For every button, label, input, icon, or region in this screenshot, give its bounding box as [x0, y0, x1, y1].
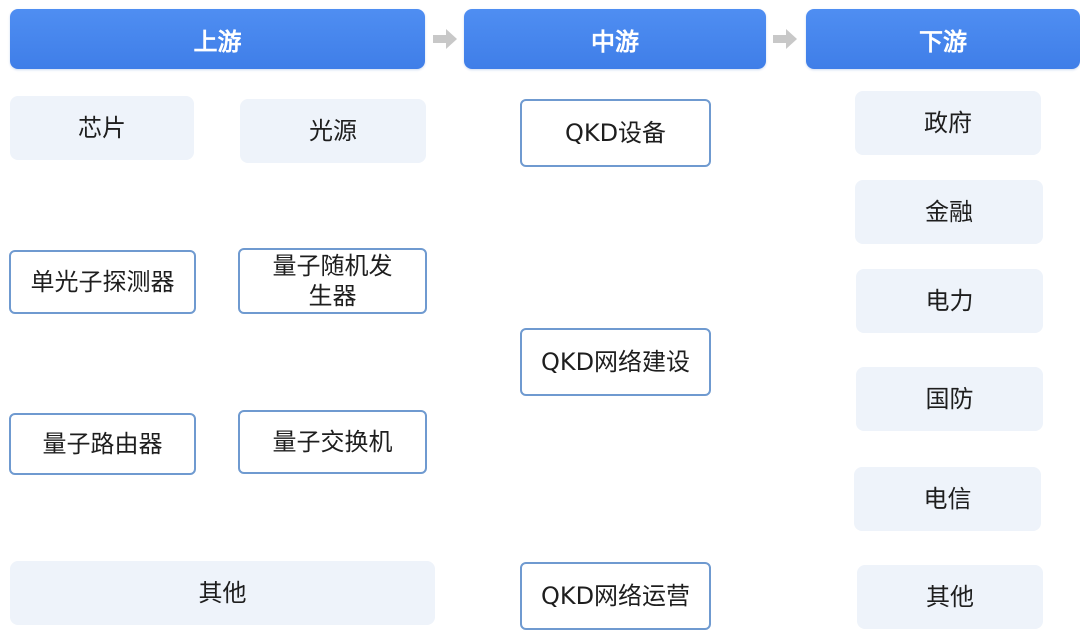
downstream-government: 政府	[855, 91, 1041, 155]
downstream-power-label: 电力	[925, 287, 974, 315]
midstream-qkd-network-operation: QKD网络运营	[520, 562, 711, 630]
downstream-telecom: 电信	[854, 467, 1041, 531]
upstream-quantum-switch-label: 量子交换机	[272, 428, 393, 456]
upstream-quantum-switch: 量子交换机	[238, 410, 427, 474]
header-downstream: 下游	[806, 9, 1080, 69]
right-arrow-icon	[433, 29, 457, 49]
midstream-qkd-equipment-label: QKD设备	[564, 119, 667, 147]
downstream-power: 电力	[856, 269, 1043, 333]
header-upstream-label: 上游	[193, 27, 242, 56]
upstream-other: 其他	[10, 561, 435, 625]
downstream-other-label: 其他	[926, 583, 974, 611]
upstream-quantum-router-label: 量子路由器	[42, 430, 163, 458]
header-downstream-label: 下游	[919, 27, 967, 56]
upstream-chip: 芯片	[10, 96, 194, 160]
upstream-single-photon-detector-label: 单光子探测器	[30, 268, 175, 296]
header-midstream: 中游	[464, 9, 766, 69]
upstream-other-label: 其他	[198, 579, 247, 607]
upstream-light-source: 光源	[240, 99, 426, 163]
upstream-light-source-label: 光源	[309, 117, 357, 145]
downstream-finance: 金融	[855, 180, 1043, 244]
midstream-qkd-network-construction: QKD网络建设	[520, 328, 711, 396]
downstream-other: 其他	[857, 565, 1043, 629]
midstream-qkd-equipment: QKD设备	[520, 99, 711, 167]
right-arrow-icon	[773, 29, 797, 49]
upstream-single-photon-detector: 单光子探测器	[9, 250, 196, 314]
midstream-qkd-network-construction-label: QKD网络建设	[540, 348, 691, 376]
header-upstream: 上游	[10, 9, 425, 69]
header-midstream-label: 中游	[591, 27, 639, 56]
downstream-government-label: 政府	[924, 109, 972, 137]
upstream-qrng: 量子随机发生器	[238, 248, 427, 314]
downstream-finance-label: 金融	[925, 198, 973, 226]
downstream-telecom-label: 电信	[923, 485, 972, 513]
upstream-qrng-label: 量子随机发生器	[272, 252, 393, 310]
upstream-quantum-router: 量子路由器	[9, 413, 196, 475]
midstream-qkd-network-operation-label: QKD网络运营	[540, 582, 691, 610]
upstream-chip-label: 芯片	[78, 114, 126, 142]
downstream-defense: 国防	[856, 367, 1043, 431]
downstream-defense-label: 国防	[925, 385, 974, 413]
